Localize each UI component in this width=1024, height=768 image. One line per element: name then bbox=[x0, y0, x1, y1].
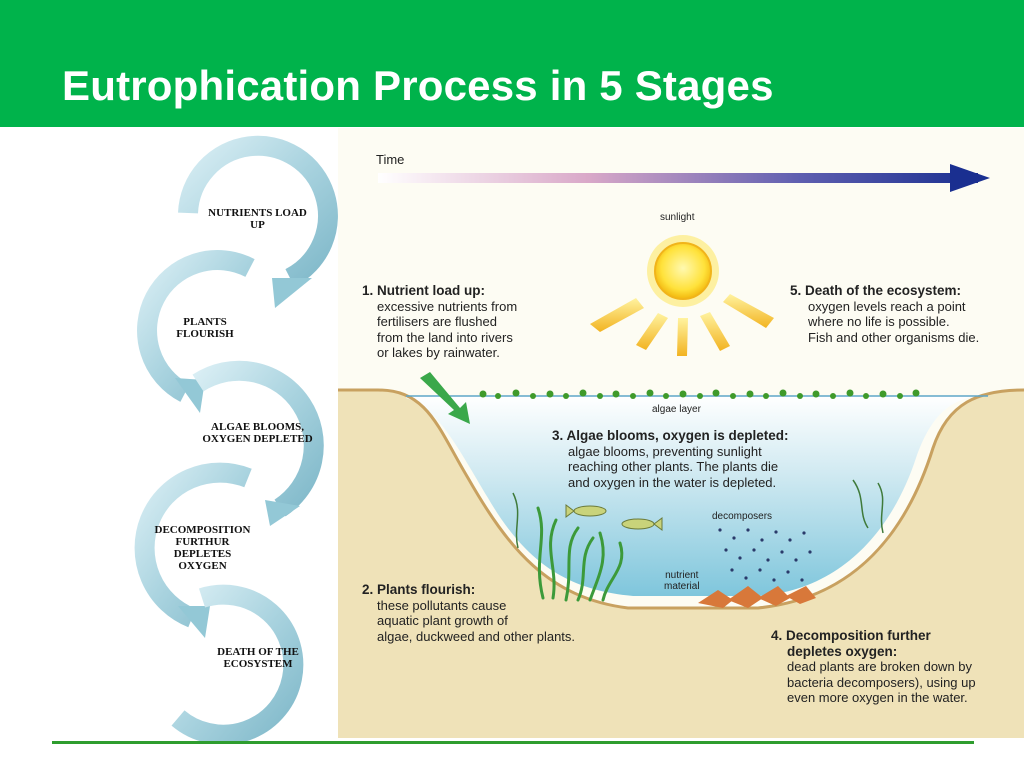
step2-line: algae, duckweed and other plants. bbox=[377, 628, 576, 644]
step5-line: Fish and other organisms die. bbox=[808, 329, 980, 345]
nutrient-label: nutrient material bbox=[664, 570, 700, 592]
step2-line: these pollutants cause bbox=[377, 597, 507, 613]
step5-text: 5. Death of the ecosystem: oxygen levels… bbox=[790, 283, 1020, 345]
step4-text: 4. Decomposition further depletes oxygen… bbox=[771, 628, 1011, 706]
arrow-ring-3 bbox=[192, 360, 324, 526]
step5-title: 5. Death of the ecosystem: bbox=[790, 283, 962, 298]
arrow-ring-5 bbox=[171, 584, 304, 743]
fish-icon-1 bbox=[565, 504, 607, 518]
algae-layer-label: algae layer bbox=[652, 404, 701, 415]
stage-label-2: PLANTS FLOURISH bbox=[176, 316, 234, 340]
step4-title: 4. Decomposition further bbox=[771, 628, 931, 643]
step4-title-2: depletes oxygen: bbox=[787, 643, 898, 659]
arrow-ring-2 bbox=[137, 250, 255, 413]
step1-line: from the land into rivers bbox=[377, 329, 513, 345]
algae-layer bbox=[479, 389, 920, 399]
step5-line: oxygen levels reach a point bbox=[808, 298, 966, 314]
arrow-ring-1 bbox=[178, 135, 338, 308]
time-arrow bbox=[378, 164, 990, 192]
step1-text: 1. Nutrient load up: excessive nutrients… bbox=[362, 283, 562, 361]
stage-label-4: DECOMPOSITION FURTHUR DEPLETES OXYGEN bbox=[154, 524, 251, 572]
fish-icon-2 bbox=[621, 517, 663, 531]
step5-line: where no life is possible. bbox=[808, 314, 950, 329]
aquatic-plants bbox=[536, 506, 624, 602]
sun-icon bbox=[647, 235, 719, 307]
decomposer-dots bbox=[718, 528, 812, 582]
arrow-ring-4 bbox=[134, 462, 252, 638]
step3-line: reaching other plants. The plants die bbox=[568, 459, 779, 474]
step3-title: 3. Algae blooms, oxygen is depleted: bbox=[552, 428, 789, 443]
step3-line: and oxygen in the water is depleted. bbox=[568, 474, 777, 490]
step1-line: fertilisers are flushed bbox=[377, 314, 497, 329]
step1-line: excessive nutrients from bbox=[377, 298, 518, 314]
stage-label-5: DEATH OF THE ECOSYSTEM bbox=[217, 646, 299, 670]
stage-label-1: NUTRIENTS LOAD UP bbox=[208, 207, 307, 231]
step4-line: even more oxygen in the water. bbox=[787, 690, 968, 705]
time-label: Time bbox=[376, 152, 405, 167]
sunlight-label: sunlight bbox=[660, 212, 695, 223]
step3-line: algae blooms, preventing sunlight bbox=[568, 443, 762, 459]
stage-cycle-diagram bbox=[134, 135, 338, 743]
decomposers-label: decomposers bbox=[712, 511, 773, 522]
slide-title: Eutrophication Process in 5 Stages bbox=[62, 62, 774, 109]
dead-plant-material bbox=[698, 586, 816, 608]
step1-title: 1. Nutrient load up: bbox=[362, 283, 485, 298]
step2-line: aquatic plant growth of bbox=[377, 613, 508, 628]
step3-text: 3. Algae blooms, oxygen is depleted: alg… bbox=[552, 428, 822, 490]
step1-line: or lakes by rainwater. bbox=[377, 345, 500, 360]
step2-text: 2. Plants flourish: these pollutants cau… bbox=[362, 582, 622, 644]
step4-line: dead plants are broken down by bbox=[787, 659, 973, 674]
eutrophication-illustration bbox=[338, 128, 1024, 738]
nutrient-label-line1: nutrient bbox=[665, 570, 699, 581]
footer-divider bbox=[52, 741, 974, 744]
stage-label-3: ALGAE BLOOMS, OXYGEN DEPLETED bbox=[202, 421, 313, 445]
title-bar: Eutrophication Process in 5 Stages bbox=[0, 0, 1024, 127]
pond-weeds bbox=[512, 479, 884, 549]
nutrient-label-line2: material bbox=[664, 581, 700, 592]
sunlight-rays bbox=[590, 294, 774, 356]
step4-line: bacteria decomposers), using up bbox=[787, 674, 976, 690]
runoff-arrow bbox=[420, 372, 470, 424]
step2-title: 2. Plants flourish: bbox=[362, 582, 476, 597]
